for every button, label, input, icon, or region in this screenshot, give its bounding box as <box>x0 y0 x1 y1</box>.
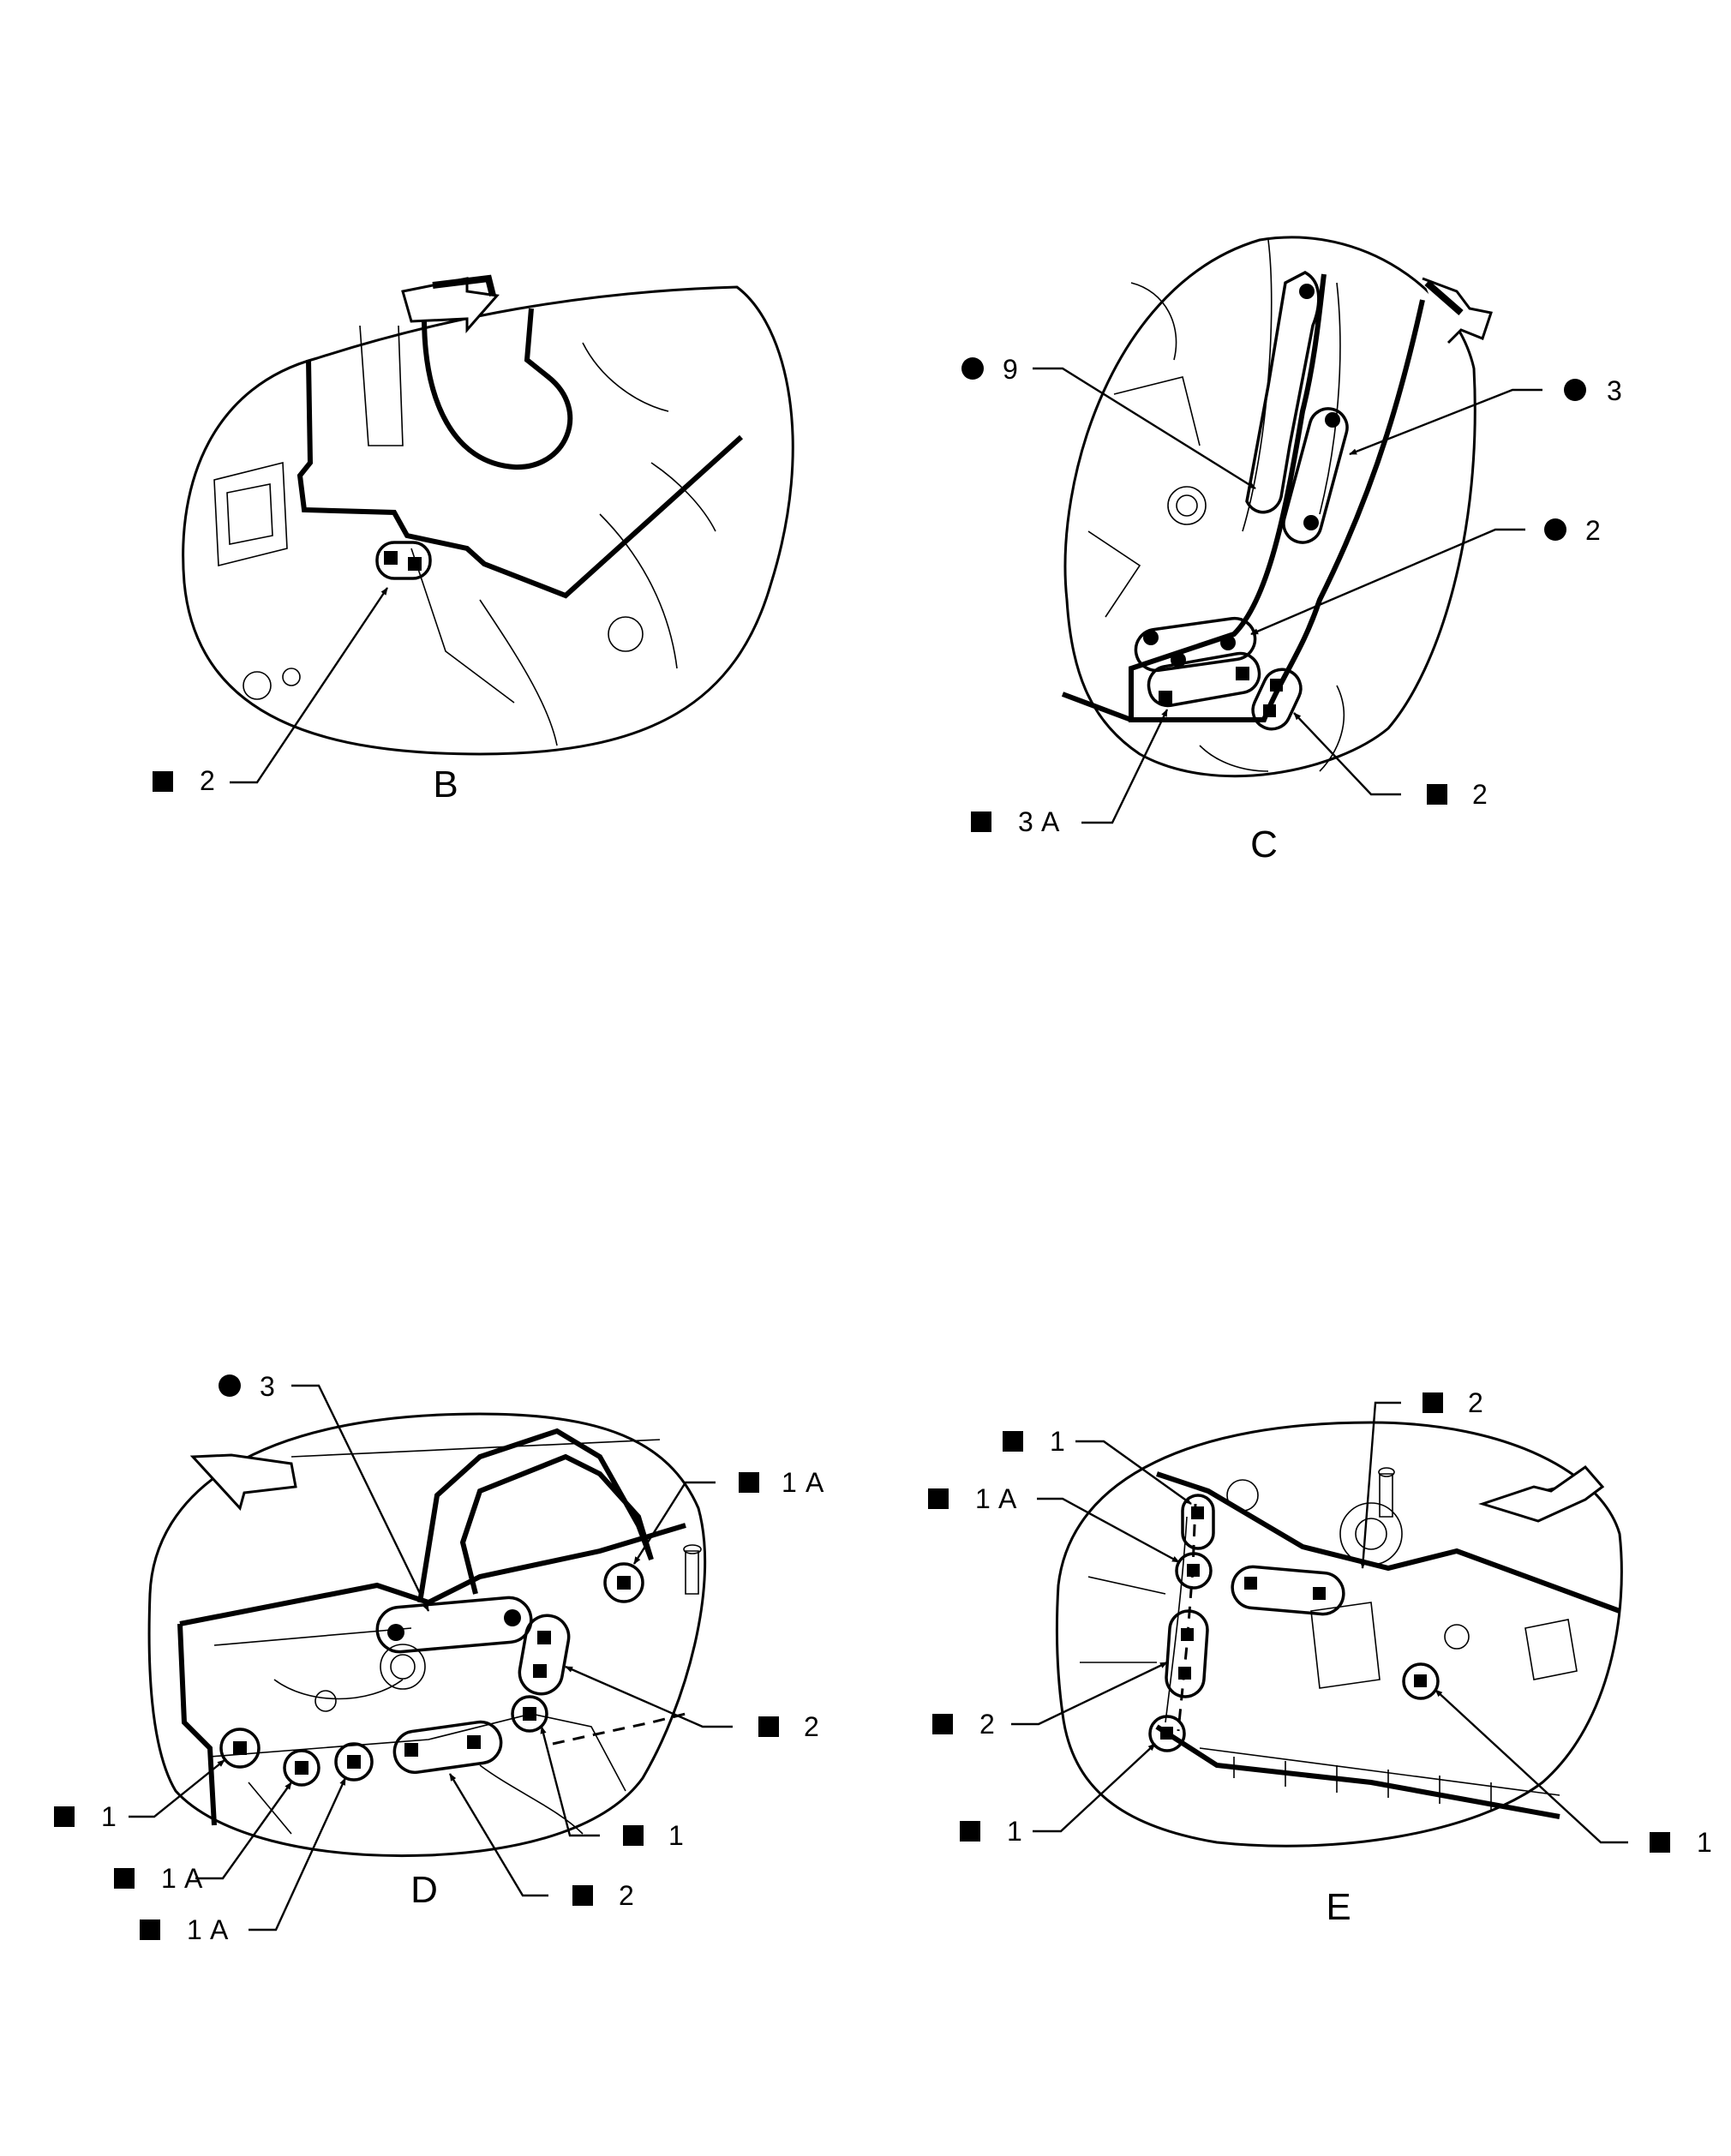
view-e: 1 1 A 2 2 1 1 <box>928 1387 1712 1928</box>
view-e-illustration <box>1055 1421 1623 1848</box>
view-b-title: B <box>433 764 458 806</box>
callout-count: 2 <box>619 1880 634 1911</box>
spot-weld-icon <box>932 1714 953 1734</box>
plug-weld-icon <box>1564 379 1586 401</box>
spot-weld-icon <box>153 771 173 792</box>
plug-weld-icon <box>219 1374 241 1397</box>
callout-count: 9 <box>1003 354 1018 385</box>
callout-count: 2 <box>979 1709 995 1740</box>
view-b-illustration <box>182 274 794 756</box>
callout-suffix: A <box>210 1914 229 1945</box>
callout-suffix: A <box>998 1483 1017 1514</box>
spot-weld-icon <box>971 811 991 832</box>
callout-e-square-1-top: 1 <box>1003 1426 1192 1505</box>
view-b: 2 B <box>153 274 794 806</box>
view-d: 3 1 A 2 1 1 1 <box>54 1371 824 1945</box>
callout-count: 1 <box>782 1467 797 1498</box>
spot-weld-icon <box>572 1885 593 1906</box>
callout-d-square-1-left: 1 <box>54 1759 225 1832</box>
spot-weld-icon <box>1003 1431 1023 1452</box>
spot-weld-icon <box>960 1821 980 1842</box>
spot-weld-icon <box>1423 1392 1443 1413</box>
callout-e-square-1-right: 1 <box>1435 1689 1712 1858</box>
callout-c-circle-2: 2 <box>1250 515 1601 636</box>
callout-d-square-1-lower: 1 A <box>114 1782 292 1894</box>
view-d-illustration <box>147 1412 707 1858</box>
callout-count: 3 <box>1018 806 1033 837</box>
callout-d-circle-3: 3 <box>219 1371 430 1612</box>
view-d-title: D <box>410 1869 438 1911</box>
callout-d-square-1-right: 1 <box>540 1726 684 1851</box>
spot-weld-icon <box>739 1472 759 1493</box>
callout-suffix: A <box>806 1467 824 1498</box>
callout-c-square-3a: 3 A <box>971 709 1169 837</box>
callout-count: 1 <box>187 1914 202 1945</box>
callout-b-square-2: 2 <box>153 587 388 796</box>
spot-weld-icon <box>758 1716 779 1737</box>
view-e-title: E <box>1326 1886 1351 1928</box>
callout-d-square-2-right: 2 <box>565 1665 819 1742</box>
callout-e-square-2-left: 2 <box>932 1661 1168 1740</box>
callout-count: 2 <box>1468 1387 1483 1418</box>
spot-weld-icon <box>140 1919 160 1940</box>
callout-d-square-1a-top: 1 A <box>632 1467 824 1565</box>
spot-weld-icon <box>54 1806 75 1827</box>
callout-count: 1 <box>668 1820 684 1851</box>
callout-count: 3 <box>1607 375 1622 406</box>
callout-suffix: A <box>1041 806 1060 837</box>
callout-c-circle-3: 3 <box>1349 375 1622 456</box>
callout-count: 2 <box>200 765 215 796</box>
callout-suffix: A <box>184 1863 203 1894</box>
spot-weld-icon <box>114 1868 135 1889</box>
callout-count: 1 <box>1050 1426 1065 1457</box>
spot-weld-icon <box>928 1488 949 1509</box>
callout-count: 1 <box>1697 1827 1712 1858</box>
view-c-title: C <box>1250 823 1278 865</box>
callout-e-square-2-top: 2 <box>1360 1387 1483 1569</box>
callout-count: 2 <box>1585 515 1601 546</box>
callout-count: 3 <box>260 1371 275 1402</box>
callout-d-square-1a-lower: 1 A <box>140 1777 347 1945</box>
callout-count: 2 <box>1472 779 1488 810</box>
plug-weld-icon <box>1544 518 1566 541</box>
spot-weld-icon <box>623 1825 644 1846</box>
callout-count: 1 <box>1007 1816 1022 1847</box>
callout-count: 2 <box>804 1711 819 1742</box>
callout-e-square-1-bottom: 1 <box>960 1743 1156 1847</box>
spot-weld-icon <box>1650 1832 1670 1853</box>
spot-weld-icon <box>1427 784 1447 805</box>
callout-count: 1 <box>161 1863 177 1894</box>
callout-count: 1 <box>101 1801 117 1832</box>
callout-e-square-1a: 1 A <box>928 1483 1180 1564</box>
callout-c-circle-9: 9 <box>961 354 1256 490</box>
callout-c-square-2: 2 <box>1293 712 1488 810</box>
callout-d-square-2-bottom: 2 <box>448 1773 634 1911</box>
plug-weld-icon <box>961 357 984 380</box>
view-c-illustration <box>1061 236 1493 778</box>
callout-count: 1 <box>975 1483 991 1514</box>
view-c: 9 3 2 3 A 2 C <box>961 236 1622 865</box>
